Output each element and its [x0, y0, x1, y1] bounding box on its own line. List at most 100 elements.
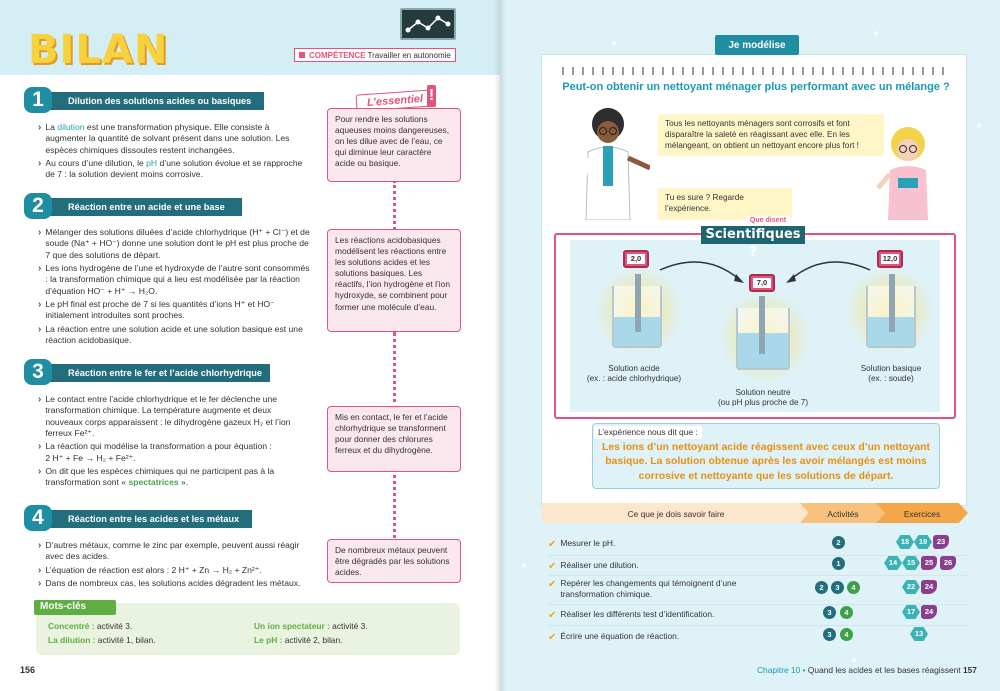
ph-value: 7,0 [753, 278, 771, 288]
bilan-title: BILAN [28, 27, 169, 73]
check-icon: ✔ [548, 561, 557, 572]
ph-value: 12,0 [881, 254, 899, 264]
activity-badge[interactable]: 4 [840, 628, 853, 641]
check-icon: ✔ [548, 539, 557, 550]
ph-meter-base: 12,0 [877, 250, 903, 268]
exercise-badge[interactable]: 23 [933, 535, 949, 549]
label-neutral: Solution neutre(ou pH plus proche de 7) [717, 388, 809, 407]
exercise-badge[interactable]: 24 [921, 580, 937, 594]
page-gutter [494, 0, 506, 691]
list-item: D’autres métaux, comme le zinc par exemp… [45, 540, 300, 562]
table-header-skills: Ce que je dois savoir faire [542, 503, 810, 523]
ph-value: 2,0 [627, 254, 645, 264]
experience-head: L’expérience nous dit que : [594, 426, 702, 440]
exercise-badge[interactable]: 13 [910, 627, 928, 641]
section-1-banner: 1 Dilution des solutions acides ou basiqu… [24, 87, 264, 113]
exercise-badge[interactable]: 19 [914, 535, 932, 549]
dotted-line [393, 468, 396, 538]
page-number-left: 156 [20, 665, 36, 675]
check-icon: ✔ [548, 632, 557, 643]
essentiel-card-4: De nombreux métaux peuvent être dégradés… [327, 539, 461, 583]
list-item: Le pH final est proche de 7 si les quant… [45, 299, 275, 321]
section-number: 3 [24, 359, 52, 385]
chapter-label: Chapitre 10 [757, 665, 801, 675]
activity-badge[interactable]: 3 [831, 581, 844, 594]
competence-label: COMPÉTENCE [309, 51, 366, 60]
star-icon: ✦ [610, 39, 619, 50]
square-icon [299, 52, 305, 58]
keyword-item: Concentré : activité 3. [48, 621, 133, 631]
ph-meter-neutral: 7,0 [749, 274, 775, 292]
table-row: ✔Écrire une équation de réaction. [548, 631, 680, 643]
section-number: 1 [24, 87, 52, 113]
keyword-item: Le pH : activité 2, bilan. [254, 635, 343, 645]
table-row: ✔Mesurer le pH. [548, 538, 616, 550]
exercise-badge[interactable]: 24 [921, 605, 937, 619]
exercise-badge[interactable]: 26 [940, 556, 956, 570]
section-2-banner: 2 Réaction entre un acide et une base [24, 193, 242, 219]
table-row: ✔Réaliser les différents test d’identifi… [548, 609, 715, 621]
essentiel-card-3: Mis en contact, le fer et l’acide chlorh… [327, 406, 461, 472]
star-icon: ✦ [975, 121, 984, 132]
exercise-badge[interactable]: 17 [902, 605, 920, 619]
section-number: 2 [24, 193, 52, 219]
activity-badge[interactable]: 4 [840, 606, 853, 619]
activity-badge[interactable]: 1 [832, 557, 845, 570]
term-dilution: dilution [57, 122, 85, 132]
star-icon: ✦ [520, 561, 529, 572]
beaker-base [866, 274, 916, 348]
ph-meter-acid: 2,0 [623, 250, 649, 268]
ph-probe [889, 274, 895, 332]
term-spectatrices: spectatrices [128, 477, 179, 488]
dotted-line [393, 332, 396, 410]
chapter-title: Quand les acides et les bases réagissent [807, 665, 961, 675]
exclamation-icon: ! [427, 85, 436, 107]
list-item: Le contact entre l’acide chlorhydrique e… [45, 394, 291, 439]
exercise-badge[interactable]: 14 [884, 556, 902, 570]
exercise-badge[interactable]: 18 [896, 535, 914, 549]
competence-text: Travailler en autonomie [367, 51, 451, 60]
notebook-spiral [562, 67, 947, 75]
mixing-arrows [659, 261, 871, 283]
main-question: Peut-on obtenir un nettoyant ménager plu… [562, 81, 950, 93]
experience-conclusion: Les ions d’un nettoyant acide réagissent… [602, 442, 930, 482]
activity-badge[interactable]: 3 [823, 628, 836, 641]
molecule-illustration [400, 8, 456, 40]
section-3-text: ›Le contact entre l’acide chlorhydrique … [38, 394, 310, 491]
section-4-text: ›D’autres métaux, comme le zinc par exem… [38, 540, 310, 591]
star-icon: ✦ [872, 29, 881, 40]
table-row: ✔Réaliser une dilution. [548, 560, 639, 572]
section-number: 4 [24, 505, 52, 531]
check-icon: ✔ [548, 579, 557, 590]
table-header-activities: Activités [800, 503, 886, 523]
section-title: Dilution des solutions acides ou basique… [68, 96, 252, 106]
activity-badge[interactable]: 4 [847, 581, 860, 594]
table-row: ✔Repérer les changements qui témoignent … [548, 578, 737, 600]
exercise-badge[interactable]: 15 [902, 556, 920, 570]
mots-cles-box: Mots-clés Concentré : activité 3. La dil… [34, 600, 460, 655]
section-title: Réaction entre le fer et l’acide chlorhy… [68, 368, 263, 378]
section-2-text: ›Mélanger des solutions diluées d’acide … [38, 227, 310, 346]
que-disent-les-tag: Que disent les [746, 216, 790, 233]
activity-badge[interactable]: 3 [823, 606, 836, 619]
list-item: L’équation de réaction est alors : 2 H⁺ … [45, 564, 262, 575]
activity-badge[interactable]: 2 [815, 581, 828, 594]
essentiel-card-1: Pour rendre les solutions aqueuses moins… [327, 108, 461, 182]
page-number-right: 157 [962, 665, 977, 675]
section-title: Réaction entre un acide et une base [68, 202, 225, 212]
essentiel-card-2: Les réactions acidobasiques modélisent l… [327, 229, 461, 332]
girl-illustration [876, 118, 938, 220]
section-1-text: ›La dilution est une transformation phys… [38, 122, 303, 180]
exercise-badge[interactable]: 22 [902, 580, 920, 594]
exercise-badge[interactable]: 25 [921, 556, 937, 570]
speech-bubble-boy: Tu es sure ? Regarde l’expérience. [658, 188, 792, 220]
keyword-item: La dilution : activité 1, bilan. [48, 635, 156, 645]
activity-badge[interactable]: 2 [832, 536, 845, 549]
table-header-exercises: Exercices [876, 503, 968, 523]
mots-cles-title: Mots-clés [34, 600, 116, 615]
footer-right: Chapitre 10 • Quand les acides et les ba… [757, 665, 977, 675]
term-ph: pH [146, 158, 158, 169]
label-base: Solution basique(ex. : soude) [860, 364, 922, 383]
dotted-line [393, 180, 396, 230]
